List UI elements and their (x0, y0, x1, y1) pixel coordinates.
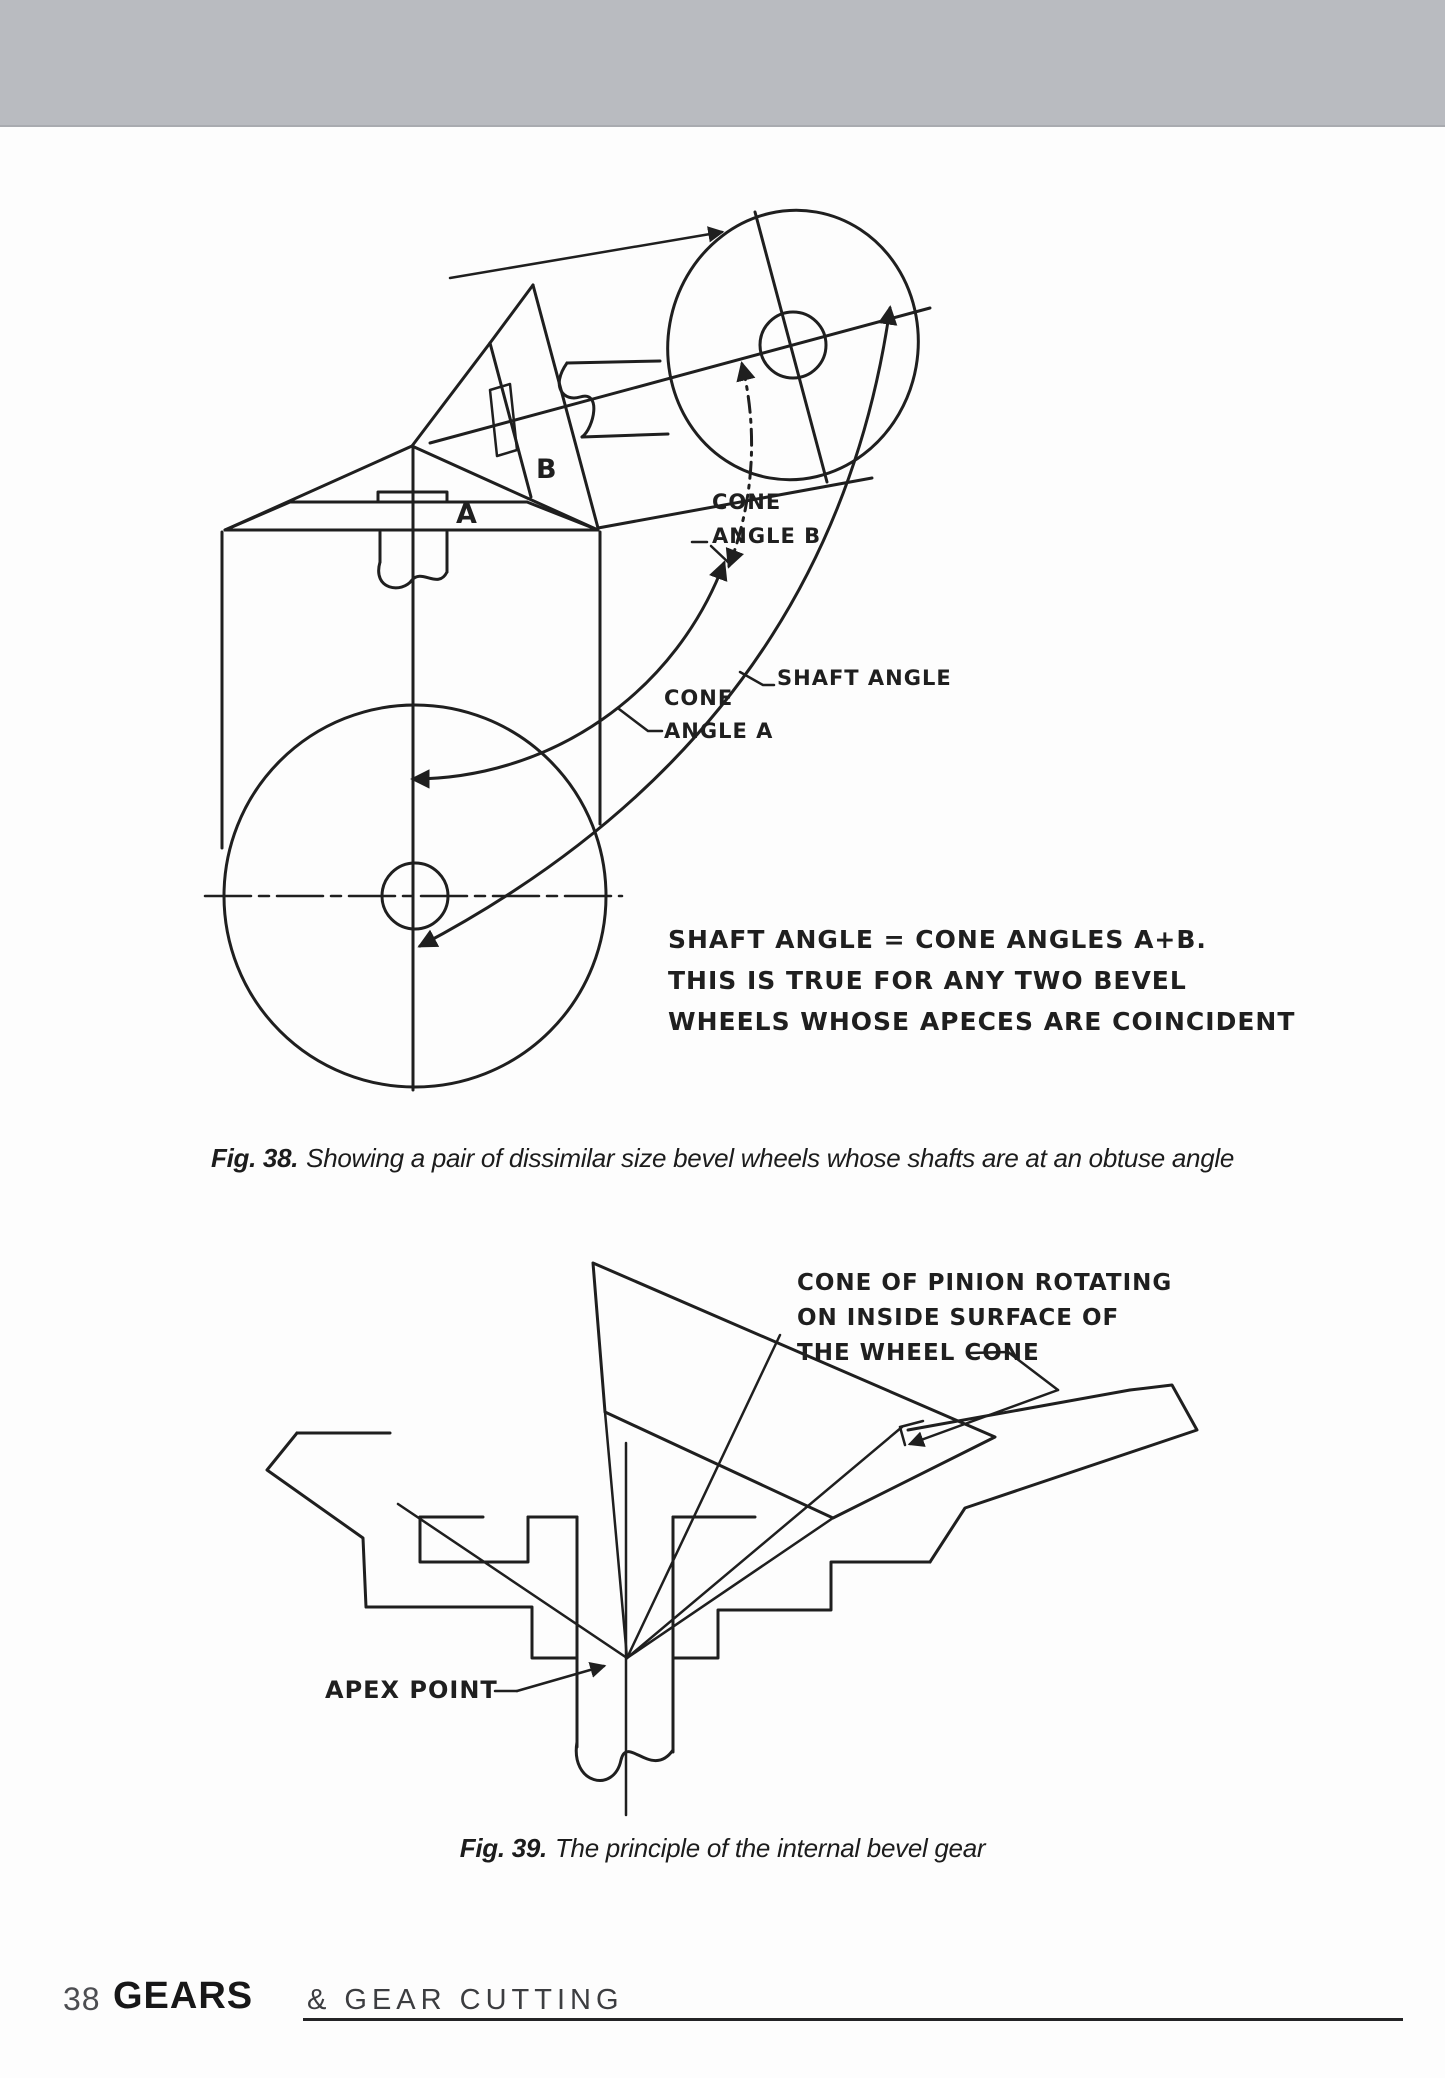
fig38-bevel-wheels-drawing (203, 208, 932, 1092)
fig38-note-line3: WHEELS WHOSE APECES ARE COINCIDENT (668, 1007, 1296, 1036)
fig38-note: SHAFT ANGLE = CONE ANGLES A+B. THIS IS T… (668, 927, 1295, 1034)
cone-of-pinion-line1: CONE OF PINION ROTATING (797, 1270, 1173, 1296)
cone-angle-b-leader (690, 540, 731, 565)
header-gray-bar (0, 0, 1445, 127)
footer-rule (303, 2018, 1403, 2021)
apex-point-arrow (515, 1662, 607, 1693)
cone-angle-a-line1: CONE (664, 686, 734, 710)
apex-point-label: APEX POINT (325, 1676, 498, 1704)
fig39-caption: Fig. 39.The principle of the internal be… (0, 1833, 1445, 1864)
fig38-note-line1: SHAFT ANGLE = CONE ANGLES A+B. (668, 925, 1207, 954)
wheel-b-label: B (536, 454, 558, 485)
cone-of-pinion-leader (625, 1333, 782, 1660)
cone-angle-b-line1: CONE (712, 490, 782, 514)
fig39-caption-text: The principle of the internal bevel gear (554, 1833, 986, 1863)
cone-of-pinion-label: CONE OF PINION ROTATING ON INSIDE SURFAC… (797, 1272, 1172, 1365)
wheel-cone-arrow (907, 1388, 1060, 1447)
cone-angle-a-label: CONE ANGLE A (664, 688, 773, 742)
page-number: 38 (63, 1981, 101, 2017)
fig38-note-line2: THIS IS TRUE FOR ANY TWO BEVEL (668, 966, 1187, 995)
cone-angle-b-line2: ANGLE B (712, 524, 822, 548)
cone-of-pinion-line3: THE WHEEL CONE (797, 1340, 1040, 1366)
fig38-caption-number: Fig. 38. (210, 1143, 299, 1173)
cone-angle-b-label: CONE ANGLE B (712, 492, 821, 547)
shaft-angle-label: SHAFT ANGLE (777, 666, 952, 690)
cone-angle-a-line2: ANGLE A (664, 719, 774, 743)
book-title: GEARS (113, 1975, 254, 2017)
fig39-internal-bevel-gear-drawing (265, 1261, 1199, 1817)
cone-angle-a-leader (617, 707, 664, 733)
page-footer: 38 GEARS & GEAR CUTTING (0, 1975, 1445, 2035)
cone-of-pinion-line2: ON INSIDE SURFACE OF (797, 1305, 1120, 1331)
fig38-caption: Fig. 38.Showing a pair of dissimilar siz… (0, 1143, 1445, 1174)
fig39-caption-number: Fig. 39. (459, 1833, 547, 1863)
book-subtitle: & GEAR CUTTING (307, 1984, 624, 2016)
fig38-caption-text: Showing a pair of dissimilar size bevel … (306, 1143, 1234, 1173)
wheel-a-label: A (456, 499, 478, 530)
shaft-angle-leader (738, 670, 776, 687)
